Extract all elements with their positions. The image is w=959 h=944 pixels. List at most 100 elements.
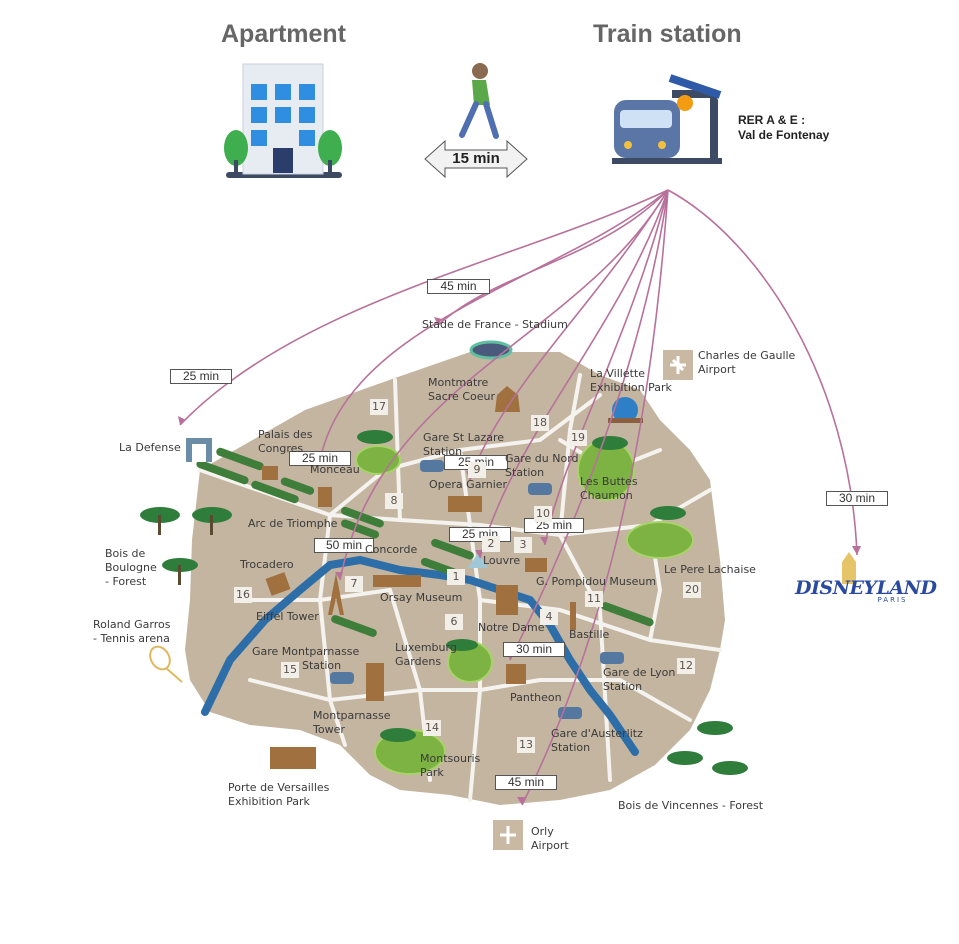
label-line: Exhibition Park <box>228 795 310 808</box>
label-line: Luxemburg <box>395 641 457 654</box>
station-stop: Val de Fontenay <box>738 128 830 142</box>
route-lines <box>179 189 858 806</box>
label-line: Bois de <box>105 547 146 560</box>
walking-person-icon <box>459 63 499 139</box>
label-eiffel: Eiffel Tower <box>256 610 319 623</box>
label-roland-garros: Roland Garros- Tennis arena <box>93 618 170 646</box>
label-pantheon: Pantheon <box>510 691 562 704</box>
arrondissement-number: 11 <box>585 591 603 607</box>
train-station-icon <box>612 74 722 164</box>
label-line: Station <box>302 659 342 672</box>
label-line: Palais des <box>258 428 313 441</box>
label-line: Station <box>505 466 545 479</box>
label-line: Gare du Nord <box>505 452 579 465</box>
label-line: Station <box>603 680 643 693</box>
label-line: Porte de Versailles <box>228 781 330 794</box>
disneyland-wordmark: DISNEYLAND <box>795 577 937 599</box>
arrondissement-number: 12 <box>677 658 695 674</box>
label-line: Charles de Gaulle <box>698 349 796 362</box>
label-line: Airport <box>698 363 736 376</box>
arrondissement-number: 8 <box>385 493 403 509</box>
arrondissement-number: 20 <box>683 582 701 598</box>
label-arc: Arc de Triomphe <box>248 517 338 530</box>
label-line: Park <box>420 766 444 779</box>
label-pompidou: G. Pompidou Museum <box>536 575 657 588</box>
eiffel-tower-icon <box>328 573 344 615</box>
arrondissement-number: 16 <box>234 587 252 603</box>
landmarks <box>262 386 576 769</box>
label-line: Montparnasse <box>313 709 391 722</box>
arrondissement-number: 3 <box>514 537 532 553</box>
arrondissement-number: 14 <box>423 720 441 736</box>
orly-airport-icon <box>493 820 523 850</box>
station-line: RER A & E : <box>738 113 806 127</box>
route-time-orly: 45 min <box>495 775 557 790</box>
route-time-defense: 25 min <box>170 369 232 384</box>
double-arrow <box>424 139 528 179</box>
label-bastille: Bastille <box>569 628 610 641</box>
label-louvre: Louvre <box>483 554 521 567</box>
label-line: Boulogne <box>105 561 157 574</box>
arrondissement-number: 19 <box>569 430 587 446</box>
label-line: Gardens <box>395 655 442 668</box>
route-time-pompidou: 25 min <box>524 518 584 533</box>
route-time-eiffel: 50 min <box>314 538 374 553</box>
arrondissement-number: 2 <box>482 536 500 552</box>
train-station-heading: Train station <box>593 20 742 48</box>
disneyland-castle-icon <box>842 552 856 584</box>
arrondissement-number: 7 <box>345 576 363 592</box>
label-line: Tower <box>313 723 345 736</box>
label-line: Chaumon <box>580 489 633 502</box>
label-line: Gare St Lazare <box>423 431 505 444</box>
label-line: Station <box>551 741 591 754</box>
route-time-stade: 45 min <box>427 279 490 294</box>
walk-time: 15 min <box>452 150 500 167</box>
station-name: RER A & E : Val de Fontenay <box>738 113 829 143</box>
stadium-icon <box>469 340 513 360</box>
tree-rows <box>196 447 654 637</box>
tennis-racket-icon <box>149 645 183 683</box>
label-notre-dame: Notre Dame <box>478 621 545 634</box>
label-line: - Tennis arena <box>93 632 170 645</box>
label-line: Montmatre <box>428 376 489 389</box>
label-concorde: Concorde <box>365 543 418 556</box>
arrondissement-number: 18 <box>531 415 549 431</box>
disneyland-sub: PARIS <box>877 596 908 604</box>
disneyland-logo: DISNEYLAND PARIS <box>795 577 937 604</box>
parks <box>355 439 694 775</box>
airport-icon <box>663 350 693 380</box>
label-line: - Forest <box>105 575 147 588</box>
route-time-notredame: 30 min <box>503 642 565 657</box>
route-time-louvre: 25 min <box>449 527 511 542</box>
label-orsay: Orsay Museum <box>380 591 463 604</box>
apartment-heading: Apartment <box>221 20 347 48</box>
label-monceau: Monceau <box>310 463 360 476</box>
label-line: Les Buttes <box>580 475 638 488</box>
arrondissement-number: 4 <box>540 609 558 625</box>
louvre-pyramid-icon <box>468 553 488 568</box>
arrondissement-number: 10 <box>534 506 552 522</box>
arrondissement-number: 17 <box>370 399 388 415</box>
la-defense-arch-icon <box>186 438 212 462</box>
label-line: Congres <box>258 442 304 455</box>
label-line: Exhibition Park <box>590 381 672 394</box>
label-line: Sacre Coeur <box>428 390 495 403</box>
apartment-building-icon <box>224 63 342 178</box>
label-line: Roland Garros <box>93 618 171 631</box>
label-line: La Villette <box>590 367 645 380</box>
arrondissement-number: 9 <box>468 462 486 478</box>
